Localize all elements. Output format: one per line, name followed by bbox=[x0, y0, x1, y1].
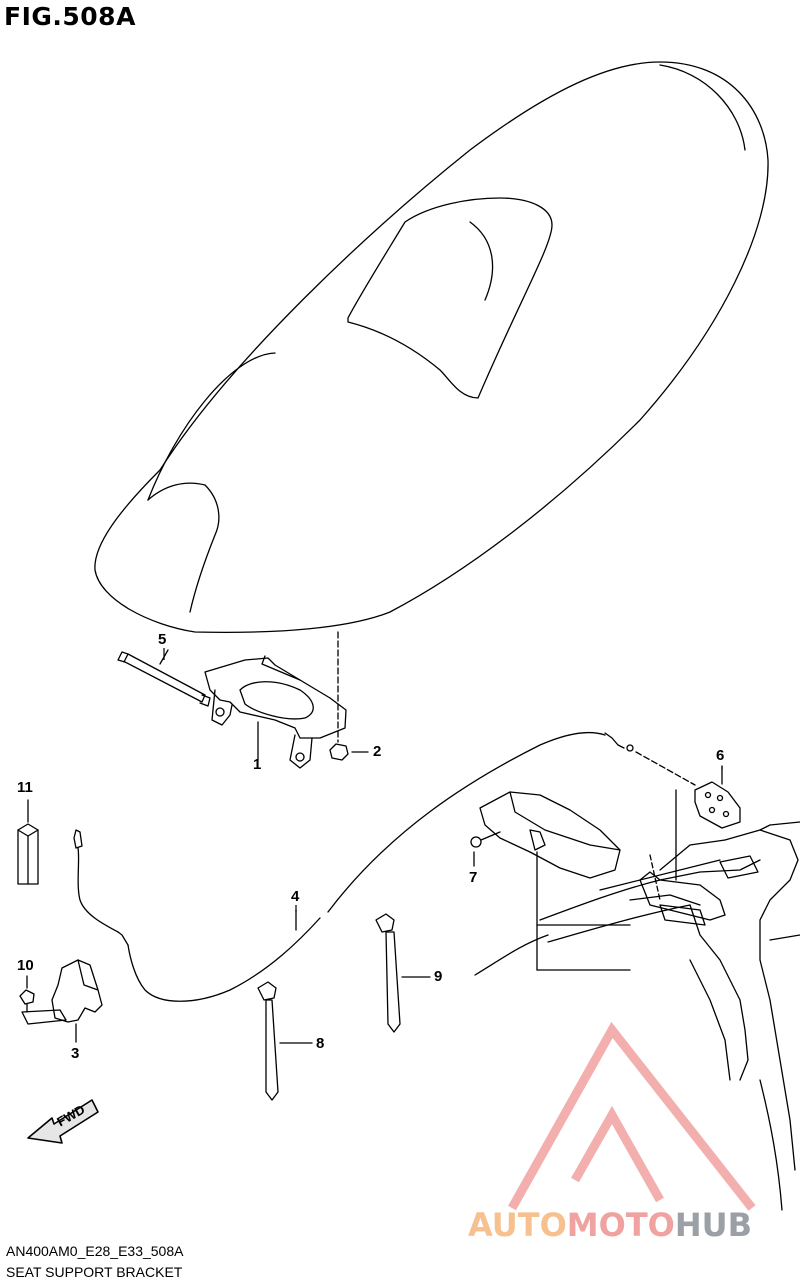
watermark-moto: MOTO bbox=[566, 1206, 675, 1244]
callout-11: 11 bbox=[17, 779, 33, 796]
watermark-text: AUTOMOTOHUB bbox=[468, 1206, 752, 1244]
callout-8: 8 bbox=[316, 1035, 325, 1052]
callout-1: 1 bbox=[253, 756, 262, 773]
callout-2: 2 bbox=[373, 743, 382, 760]
part-3-bracket bbox=[21, 959, 103, 1043]
part-7-bolt bbox=[470, 831, 501, 867]
part-11-tie bbox=[17, 799, 39, 885]
seat-illustration bbox=[94, 61, 769, 743]
part-10-bolt bbox=[19, 975, 35, 1013]
watermark-auto: AUTO bbox=[468, 1206, 567, 1244]
callout-6: 6 bbox=[716, 747, 725, 764]
figure-title: FIG.508A bbox=[4, 2, 136, 31]
model-code: AN400AM0_E28_E33_508A bbox=[6, 1243, 184, 1259]
part-1-bracket bbox=[204, 655, 347, 769]
callout-9: 9 bbox=[434, 968, 443, 985]
part-2-nut bbox=[329, 743, 369, 761]
callout-leaders bbox=[163, 648, 723, 912]
callout-3: 3 bbox=[71, 1045, 80, 1062]
part-6-latch bbox=[694, 765, 741, 829]
watermark-hub: HUB bbox=[674, 1206, 753, 1244]
callout-4: 4 bbox=[291, 888, 300, 905]
fwd-arrow bbox=[27, 1099, 99, 1144]
watermark-triangle bbox=[508, 1021, 756, 1211]
part-9-tie bbox=[375, 913, 431, 1033]
callout-7: 7 bbox=[469, 869, 478, 886]
part-4-cable bbox=[73, 731, 696, 1002]
callout-10: 10 bbox=[17, 957, 34, 974]
frame-structure bbox=[474, 789, 800, 1211]
section-name: SEAT SUPPORT BRACKET bbox=[6, 1264, 183, 1280]
part-8-tie bbox=[257, 981, 313, 1101]
callout-5: 5 bbox=[158, 631, 167, 648]
